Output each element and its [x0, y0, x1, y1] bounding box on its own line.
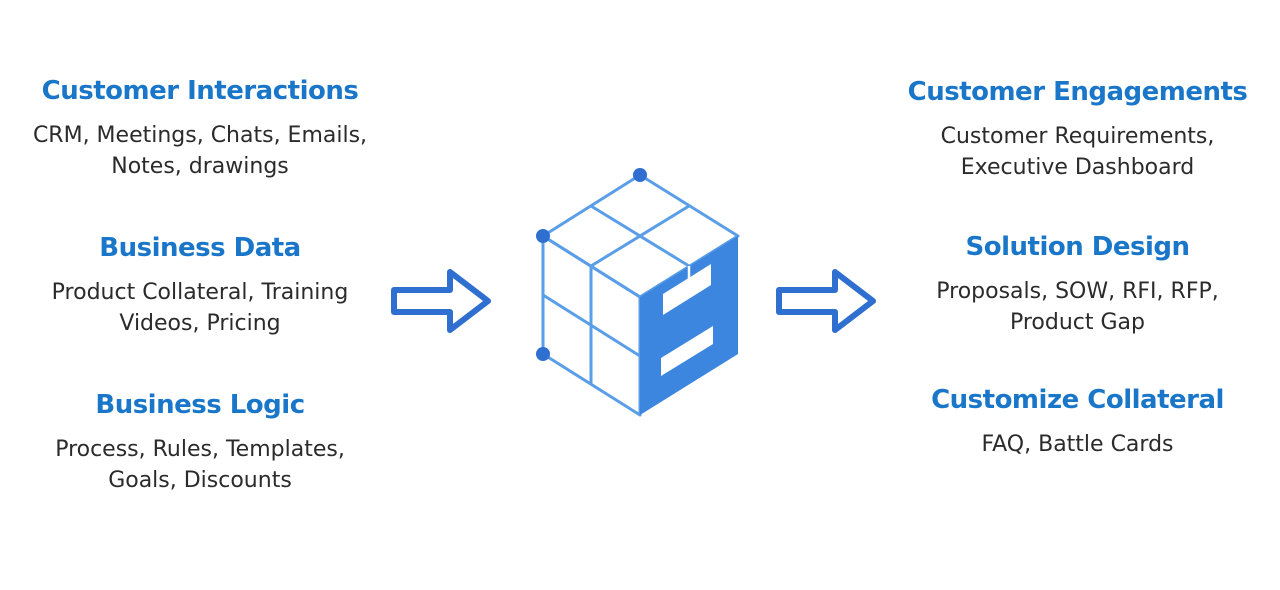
right-arrow-outline-icon — [391, 269, 491, 333]
input-description: Process, Rules, Templates, Goals, Discou… — [10, 434, 390, 496]
cube-logo-icon — [536, 168, 740, 417]
output-description: Customer Requirements, Executive Dashboa… — [880, 121, 1275, 183]
description-line: FAQ, Battle Cards — [981, 432, 1174, 457]
input-customer-interactions: Customer Interactions CRM, Meetings, Cha… — [10, 74, 390, 182]
output-customer-engagements: Customer Engagements Customer Requiremen… — [880, 75, 1275, 183]
description-line: Notes, drawings — [111, 154, 289, 179]
input-description: Product Collateral, Training Videos, Pri… — [10, 277, 390, 339]
input-title: Business Data — [99, 233, 301, 263]
description-line: Videos, Pricing — [119, 311, 281, 336]
output-title: Customize Collateral — [931, 385, 1224, 415]
description-line: Proposals, SOW, RFI, RFP, — [936, 279, 1219, 304]
input-title: Business Logic — [95, 390, 305, 420]
description-line: Customer Requirements, — [940, 124, 1215, 149]
output-description: FAQ, Battle Cards — [880, 429, 1275, 460]
output-customize-collateral: Customize Collateral FAQ, Battle Cards — [880, 383, 1275, 460]
description-line: CRM, Meetings, Chats, Emails, — [32, 123, 368, 148]
description-line: Process, Rules, Templates, — [55, 437, 345, 462]
output-solution-design: Solution Design Proposals, SOW, RFI, RFP… — [880, 230, 1275, 338]
output-title: Solution Design — [965, 232, 1191, 262]
description-line: Product Gap — [1009, 310, 1146, 335]
description-line: Executive Dashboard — [960, 155, 1195, 180]
input-business-logic: Business Logic Process, Rules, Templates… — [10, 388, 390, 496]
output-description: Proposals, SOW, RFI, RFP, Product Gap — [880, 276, 1275, 338]
description-line: Goals, Discounts — [108, 468, 292, 493]
input-business-data: Business Data Product Collateral, Traini… — [10, 231, 390, 339]
input-title: Customer Interactions — [41, 76, 359, 106]
description-line: Product Collateral, Training — [51, 280, 349, 305]
right-arrow-outline-icon — [776, 269, 876, 333]
output-title: Customer Engagements — [907, 77, 1248, 107]
input-description: CRM, Meetings, Chats, Emails, Notes, dra… — [10, 120, 390, 182]
